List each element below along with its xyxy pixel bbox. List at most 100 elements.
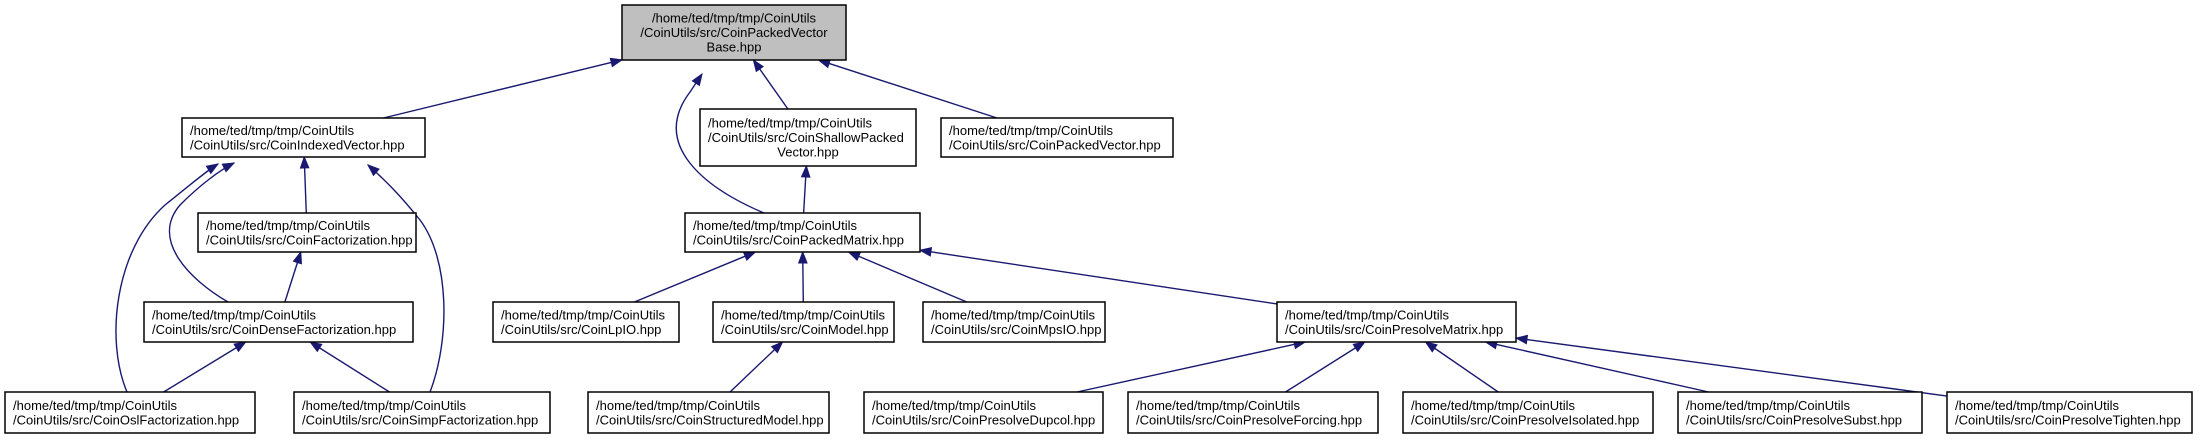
edge-line xyxy=(115,163,219,393)
node-forcing[interactable]: /home/ted/tmp/tmp/CoinUtils/CoinUtils/sr… xyxy=(1127,391,1379,434)
node-box xyxy=(863,391,1104,434)
edge-factorization-to-indexed xyxy=(299,155,310,214)
nodes-layer: /home/ted/tmp/tmp/CoinUtils/CoinUtils/sr… xyxy=(4,4,2193,434)
node-label-line: /CoinUtils/src/CoinStructuredModel.hpp xyxy=(596,412,824,427)
node-lpio[interactable]: /home/ted/tmp/tmp/CoinUtils/CoinUtils/sr… xyxy=(492,301,680,343)
node-box xyxy=(143,301,414,343)
edge-line xyxy=(1496,343,1709,393)
arrowhead xyxy=(847,251,862,262)
edge-packedmatrix-to-root xyxy=(675,72,765,214)
node-box xyxy=(492,301,680,343)
edge-line xyxy=(284,262,299,303)
node-tighten[interactable]: /home/ted/tmp/tmp/CoinUtils/CoinUtils/sr… xyxy=(1946,391,2193,434)
edge-line xyxy=(802,176,807,214)
node-shallow[interactable]: /home/ted/tmp/tmp/CoinUtils/CoinUtils/sr… xyxy=(699,108,917,167)
edge-line xyxy=(828,62,998,119)
node-label-line: /CoinUtils/src/CoinPackedMatrix.hpp xyxy=(693,232,904,247)
node-label-line: /CoinUtils/src/CoinPresolveMatrix.hpp xyxy=(1285,322,1503,337)
node-label-line: /CoinUtils/src/CoinOslFactorization.hpp xyxy=(13,412,239,427)
node-label-line: /CoinUtils/src/CoinSimpFactorization.hpp xyxy=(302,412,538,427)
arrowhead xyxy=(691,72,703,87)
node-box xyxy=(940,117,1174,158)
node-label-line: /home/ted/tmp/tmp/CoinUtils xyxy=(1686,398,1851,413)
node-box xyxy=(1946,391,2193,434)
node-label-line: /home/ted/tmp/tmp/CoinUtils xyxy=(949,123,1114,138)
node-label-line: /home/ted/tmp/tmp/CoinUtils xyxy=(152,307,317,322)
edge-line xyxy=(1526,338,1948,397)
arrowhead xyxy=(609,57,624,68)
node-label-line: Base.hpp xyxy=(707,40,762,55)
edge-line xyxy=(930,251,1278,305)
node-label-line: /CoinUtils/src/CoinPackedVector.hpp xyxy=(949,137,1161,152)
node-box xyxy=(922,301,1106,343)
node-packedvector[interactable]: /home/ted/tmp/tmp/CoinUtils/CoinUtils/sr… xyxy=(940,117,1174,158)
arrowhead xyxy=(366,164,380,177)
node-indexed[interactable]: /home/ted/tmp/tmp/CoinUtils/CoinUtils/sr… xyxy=(181,117,426,158)
node-model[interactable]: /home/ted/tmp/tmp/CoinUtils/CoinUtils/sr… xyxy=(712,301,895,343)
node-box xyxy=(684,212,921,253)
node-label-line: Vector.hpp xyxy=(777,145,838,160)
node-label-line: /CoinUtils/src/CoinShallowPacked xyxy=(708,130,904,145)
node-isolated[interactable]: /home/ted/tmp/tmp/CoinUtils/CoinUtils/sr… xyxy=(1402,391,1654,434)
node-box xyxy=(1677,391,1923,434)
node-label-line: /home/ted/tmp/tmp/CoinUtils xyxy=(302,398,467,413)
node-box xyxy=(181,117,426,158)
node-subst[interactable]: /home/ted/tmp/tmp/CoinUtils/CoinUtils/sr… xyxy=(1677,391,1923,434)
node-oslfact[interactable]: /home/ted/tmp/tmp/CoinUtils/CoinUtils/sr… xyxy=(4,391,256,434)
edge-line xyxy=(163,347,237,393)
node-box xyxy=(621,4,847,61)
node-label-line: /home/ted/tmp/tmp/CoinUtils xyxy=(190,123,355,138)
edge-shallow-to-root xyxy=(752,58,789,110)
node-box xyxy=(699,108,917,167)
node-label-line: /CoinUtils/src/CoinModel.hpp xyxy=(721,322,889,337)
edge-line xyxy=(1434,347,1499,393)
node-simpfact[interactable]: /home/ted/tmp/tmp/CoinUtils/CoinUtils/sr… xyxy=(293,391,551,434)
node-dupcol[interactable]: /home/ted/tmp/tmp/CoinUtils/CoinUtils/sr… xyxy=(863,391,1104,434)
edge-packedmatrix-to-shallow xyxy=(800,164,811,214)
edge-line xyxy=(168,162,235,303)
edge-line xyxy=(1285,347,1356,393)
arrowhead xyxy=(233,341,247,353)
node-presolvematrix[interactable]: /home/ted/tmp/tmp/CoinUtils/CoinUtils/sr… xyxy=(1276,301,1517,343)
node-label-line: /home/ted/tmp/tmp/CoinUtils xyxy=(693,218,858,233)
arrowhead xyxy=(1352,341,1366,353)
node-label-line: /CoinUtils/src/CoinIndexedVector.hpp xyxy=(190,137,405,152)
edge-dupcol-to-presolvematrix xyxy=(1076,339,1307,393)
arrowhead xyxy=(221,162,236,173)
node-box xyxy=(587,391,830,434)
arrowhead xyxy=(309,341,323,353)
edge-line xyxy=(634,255,746,303)
edge-indexed-to-root xyxy=(383,57,624,119)
edge-simpfact-to-indexed xyxy=(366,164,445,393)
node-label-line: /home/ted/tmp/tmp/CoinUtils xyxy=(13,398,178,413)
node-label-line: /CoinUtils/src/CoinPresolveForcing.hpp xyxy=(1136,412,1362,427)
edge-line xyxy=(858,255,968,303)
node-box xyxy=(293,391,551,434)
edge-mpsio-to-packedmatrix xyxy=(847,251,968,303)
node-mpsio[interactable]: /home/ted/tmp/tmp/CoinUtils/CoinUtils/sr… xyxy=(922,301,1106,343)
arrowhead xyxy=(797,250,808,264)
arrowhead xyxy=(770,341,784,354)
node-label-line: /home/ted/tmp/tmp/CoinUtils xyxy=(501,307,666,322)
node-box xyxy=(197,212,417,253)
edge-model-to-packedmatrix xyxy=(797,250,808,303)
node-label-line: /CoinUtils/src/CoinPackedVector xyxy=(640,25,828,40)
arrowhead xyxy=(752,58,765,73)
edge-line xyxy=(675,82,765,214)
node-structured[interactable]: /home/ted/tmp/tmp/CoinUtils/CoinUtils/sr… xyxy=(587,391,830,434)
node-label-line: /home/ted/tmp/tmp/CoinUtils xyxy=(721,307,886,322)
edge-lpio-to-packedmatrix xyxy=(634,251,757,303)
arrowhead xyxy=(1424,341,1438,353)
node-factorization[interactable]: /home/ted/tmp/tmp/CoinUtils/CoinUtils/sr… xyxy=(197,212,417,253)
edge-densefact-to-indexed xyxy=(168,162,236,303)
node-label-line: /CoinUtils/src/CoinFactorization.hpp xyxy=(206,232,413,247)
edge-isolated-to-presolvematrix xyxy=(1424,341,1499,393)
node-packedmatrix[interactable]: /home/ted/tmp/tmp/CoinUtils/CoinUtils/sr… xyxy=(684,212,921,253)
edge-line xyxy=(383,61,612,119)
node-label-line: /CoinUtils/src/CoinPresolveTighten.hpp xyxy=(1955,412,2181,427)
edge-structured-to-model xyxy=(729,341,784,393)
node-label-line: /home/ted/tmp/tmp/CoinUtils xyxy=(1411,398,1576,413)
node-root[interactable]: /home/ted/tmp/tmp/CoinUtils/CoinUtils/sr… xyxy=(621,4,847,61)
node-densefact[interactable]: /home/ted/tmp/tmp/CoinUtils/CoinUtils/sr… xyxy=(143,301,414,343)
node-label-line: /CoinUtils/src/CoinMpsIO.hpp xyxy=(931,322,1102,337)
